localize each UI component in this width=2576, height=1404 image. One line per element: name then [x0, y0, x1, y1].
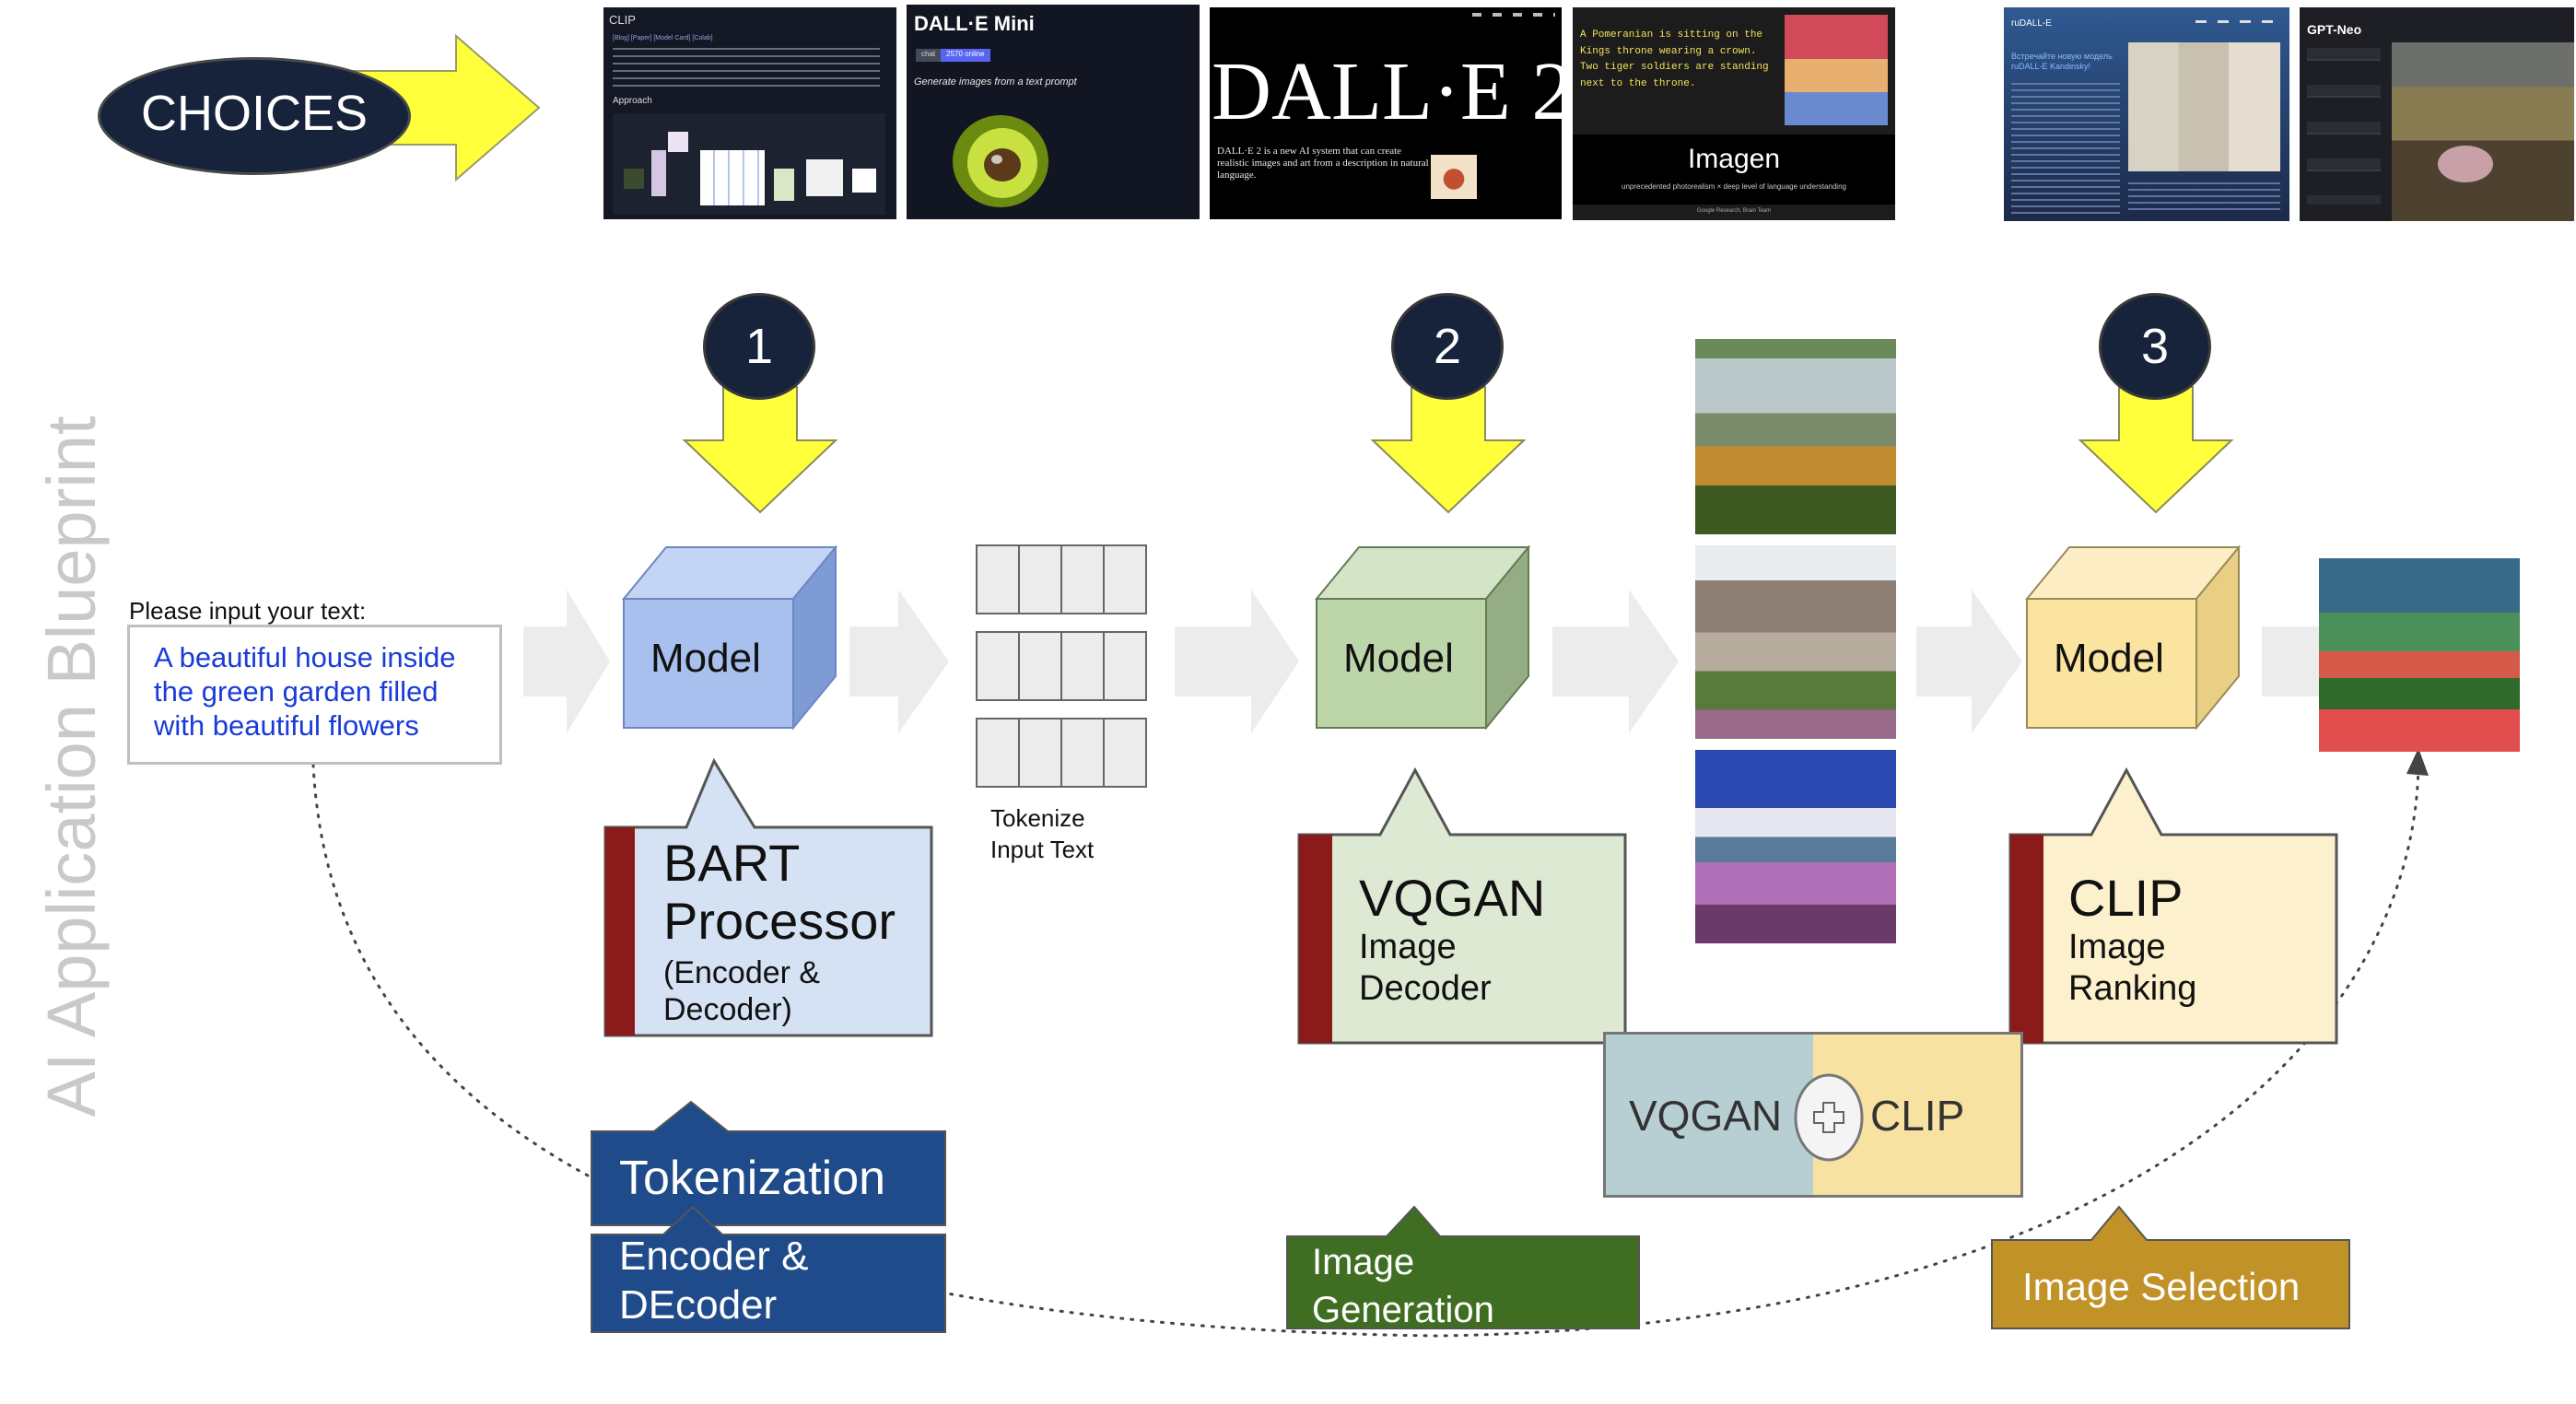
thumb-clip-figure [613, 113, 885, 215]
tokenize-label: Tokenize Input Text [990, 804, 1095, 863]
choices-oval [98, 57, 411, 175]
combo-left-panel [1606, 1035, 1813, 1195]
combo-left-label: VQGAN [1629, 1092, 1783, 1140]
callout-vqgan-shape [1297, 766, 1627, 1045]
choices-label: CHOICES [140, 86, 369, 141]
callout-bart-title: BART Processor [663, 834, 896, 950]
flow-arrow-6 [2262, 590, 2322, 733]
thumb-gptneo-panel [2307, 48, 2381, 205]
tag-tokenization: Tokenization [619, 1152, 886, 1205]
callout-bart-shape [603, 757, 933, 1037]
thumb-dalle2-desc: DALL·E 2 is a new AI system that can cre… [1217, 146, 1429, 181]
generated-image-3 [1695, 750, 1896, 943]
combo-plus-icon [1794, 1073, 1864, 1162]
step-number-1: 1 [744, 319, 774, 374]
callout-clip-sub: Image Ranking [2068, 928, 2197, 1008]
tag-image-generation: Image Generation [1312, 1242, 1494, 1330]
thumbnail-dalle-mini[interactable]: DALL·E Mini chat 2570 online Generate im… [907, 5, 1200, 219]
token-grid [976, 544, 1147, 788]
thumb-dalle-mini-subtitle: Generate images from a text prompt [914, 76, 1077, 88]
thumb-gptneo-brain [2438, 146, 2493, 182]
thumb-dalle2-image [1431, 155, 1477, 199]
thumb-rudalle-paragraph2 [2128, 182, 2280, 210]
tag-image-selection-shape [1991, 1205, 2350, 1329]
model-cube-3 [2025, 545, 2242, 730]
combo-right-label: CLIP [1870, 1092, 1965, 1140]
thumb-rudalle-nav [2195, 20, 2278, 23]
thumb-rudalle-paragraph [2011, 83, 2120, 216]
final-selected-image [2319, 558, 2520, 752]
thumb-rudalle-title: ruDALL-E [2011, 18, 2052, 29]
flow-arrow-2 [849, 590, 949, 733]
thumbnail-gptneo[interactable]: GPT-Neo [2300, 7, 2574, 221]
generated-image-1 [1695, 339, 1896, 534]
model-label-2: Model [1343, 636, 1454, 681]
model-cube-1 [622, 545, 838, 730]
step-circle-2 [1391, 293, 1504, 400]
thumb-clip-section: Approach [613, 96, 652, 106]
thumb-imagen-footer: Google Research, Brain Team [1696, 208, 1772, 214]
tag-image-selection: Image Selection [2022, 1265, 2301, 1308]
input-text-value: A beautiful house inside the green garde… [154, 641, 456, 743]
input-text-box[interactable]: A beautiful house inside the green garde… [127, 625, 502, 765]
flow-arrow-4 [1552, 590, 1679, 733]
thumbnail-rudalle[interactable]: ruDALL-E Встречайте новую модель ruDALL-… [2004, 7, 2289, 221]
thumb-dalle-mini-avocado-image [953, 115, 1048, 207]
flow-arrow-3 [1175, 590, 1299, 733]
callout-vqgan-sub: Image Decoder [1359, 928, 1492, 1008]
step-2-arrow [1370, 386, 1527, 514]
callout-clip-shape [2008, 766, 2338, 1045]
tag-encoder-decoder: Encoder & DEcoder [619, 1234, 809, 1328]
step-number-2: 2 [1433, 319, 1462, 374]
thumb-dalle-mini-badge-right: 2570 online [941, 49, 990, 62]
flow-arrow-5 [1916, 590, 2022, 733]
thumb-dalle-mini-badge: chat 2570 online [916, 49, 990, 62]
thumb-dalle-mini-title: DALL·E Mini [914, 12, 1035, 35]
generated-image-2 [1695, 545, 1896, 739]
thumb-clip-title: CLIP [609, 13, 636, 27]
step-circle-3 [2099, 293, 2211, 400]
model-label-3: Model [2054, 636, 2164, 681]
thumb-imagen-prompt: A Pomeranian is sitting on the Kings thr… [1580, 29, 1769, 89]
thumb-rudalle-heading: Встречайте новую модель ruDALL-E Kandins… [2011, 52, 2113, 71]
thumb-dalle2-nav [1472, 13, 1555, 17]
step-number-3: 3 [2140, 319, 2170, 374]
dotted-curve-arrowhead [2406, 748, 2429, 776]
callout-vqgan-title: VQGAN [1359, 869, 1546, 927]
vertical-title: AI Application Blueprint [33, 415, 110, 1117]
dotted-flow-curve [311, 763, 2420, 1338]
thumb-clip-links: [Blog] [Paper] [Model Card] [Colab] [613, 35, 713, 41]
step-3-arrow [2078, 386, 2234, 514]
tag-image-generation-shape [1286, 1205, 1640, 1329]
thumb-imagen-title: Imagen [1687, 144, 1781, 174]
thumb-imagen-artwork [1785, 15, 1888, 125]
thumb-clip-paragraph [613, 48, 880, 88]
thumbnail-clip[interactable]: CLIP [Blog] [Paper] [Model Card] [Colab]… [603, 7, 896, 219]
flow-arrow-1 [523, 590, 610, 733]
callout-clip-title: CLIP [2068, 869, 2184, 927]
tag-tokenization-shape [591, 1100, 946, 1333]
thumbnail-imagen[interactable]: A Pomeranian is sitting on the Kings thr… [1573, 7, 1895, 220]
step-1-arrow [682, 386, 838, 514]
thumb-gptneo-image [2392, 42, 2574, 221]
thumb-rudalle-images [2128, 42, 2280, 171]
model-cube-2 [1315, 545, 1531, 730]
combo-box [1603, 1032, 2023, 1198]
input-prompt-label: Please input your text: [129, 597, 367, 625]
step-circle-1 [703, 293, 815, 400]
thumbnail-dalle2[interactable]: DALL·E 2 DALL·E 2 is a new AI system tha… [1210, 7, 1562, 219]
thumb-gptneo-title: GPT-Neo [2307, 22, 2362, 37]
thumb-imagen-subtitle: unprecedented photorealism × deep level … [1622, 182, 1846, 191]
thumb-dalle-mini-badge-left: chat [916, 49, 942, 62]
thumb-dalle2-title: DALL·E 2 [1212, 46, 1562, 137]
model-label-1: Model [650, 636, 761, 681]
callout-bart-sub: (Encoder & Decoder) [663, 955, 821, 1028]
thumb-imagen-bar [1573, 135, 1895, 205]
